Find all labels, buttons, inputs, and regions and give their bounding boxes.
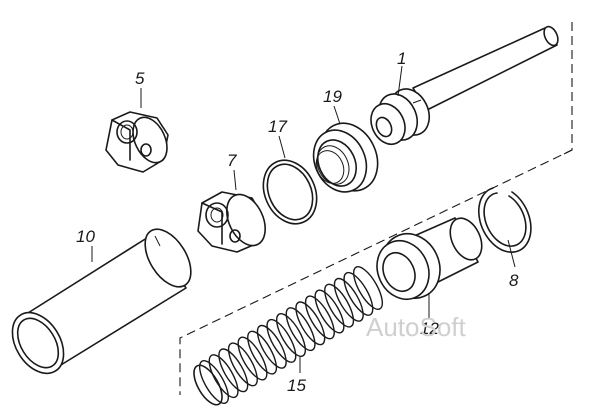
spring-coil — [198, 360, 230, 404]
spring-coil — [218, 348, 249, 393]
label-part-1: 1 — [397, 49, 406, 68]
part-labels: 1 5 7 8 10 12 15 17 19 — [76, 49, 519, 395]
spring-coil — [266, 318, 297, 363]
part-12-bushing — [376, 217, 483, 300]
label-part-10: 10 — [76, 227, 95, 246]
spring-coil — [285, 307, 316, 352]
label-part-5: 5 — [135, 69, 145, 88]
assembly-guide-lines — [179, 22, 573, 395]
part-15-spring — [193, 266, 384, 406]
spring-end-coil — [193, 364, 223, 406]
part-17-ring — [262, 159, 318, 225]
part-1-rod — [370, 25, 559, 145]
label-part-17: 17 — [268, 117, 287, 136]
label-part-15: 15 — [287, 376, 306, 395]
spring-coil — [352, 266, 384, 310]
label-part-19: 19 — [323, 87, 342, 106]
part-7-hex-nut — [197, 191, 266, 253]
part-19-threaded-ring — [312, 122, 379, 193]
part-5-hex-nut — [105, 111, 169, 173]
spring-coil — [314, 289, 345, 334]
spring-coil — [247, 330, 278, 375]
label-part-8: 8 — [509, 271, 519, 290]
spring-coil — [343, 271, 374, 316]
spring-coil — [324, 283, 355, 328]
spring-coil — [256, 324, 287, 369]
spring-coil — [208, 354, 239, 399]
label-part-7: 7 — [227, 151, 237, 170]
spring-coil — [304, 295, 335, 340]
spring-coil — [227, 342, 258, 387]
part-8-snap-ring — [477, 187, 532, 253]
spring-coil — [275, 313, 307, 357]
spring-coil — [237, 336, 268, 381]
spring-coil — [333, 277, 364, 322]
part-10-sleeve — [11, 228, 192, 375]
label-part-12: 12 — [420, 319, 439, 338]
watermark-text: AutoSoft — [366, 312, 467, 342]
spring-coil — [295, 301, 326, 346]
